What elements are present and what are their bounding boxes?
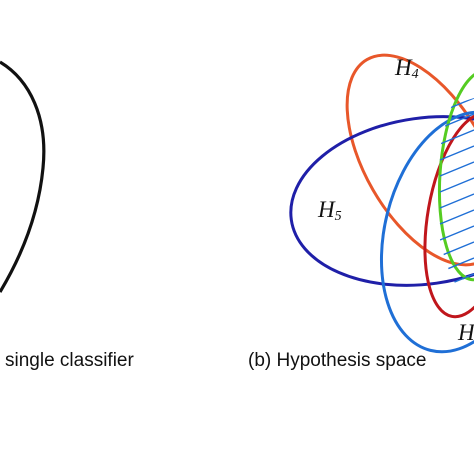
blue-ellipse	[379, 110, 474, 354]
h4-subscript: 4	[412, 67, 419, 82]
h5-ellipse	[289, 115, 474, 287]
h5-label: H5	[317, 197, 342, 224]
red-ellipse	[423, 111, 474, 319]
h5-subscript: 5	[335, 209, 342, 224]
green-ellipse	[437, 68, 474, 282]
hatched-intersection	[439, 98, 474, 289]
h4-ellipse	[345, 53, 474, 267]
h4-label: H4	[394, 55, 419, 82]
left-caption: single classifier	[5, 350, 134, 371]
h-partial-label: H	[457, 320, 474, 345]
right-caption: (b) Hypothesis space	[248, 350, 426, 371]
single-classifier-curve	[0, 60, 46, 293]
